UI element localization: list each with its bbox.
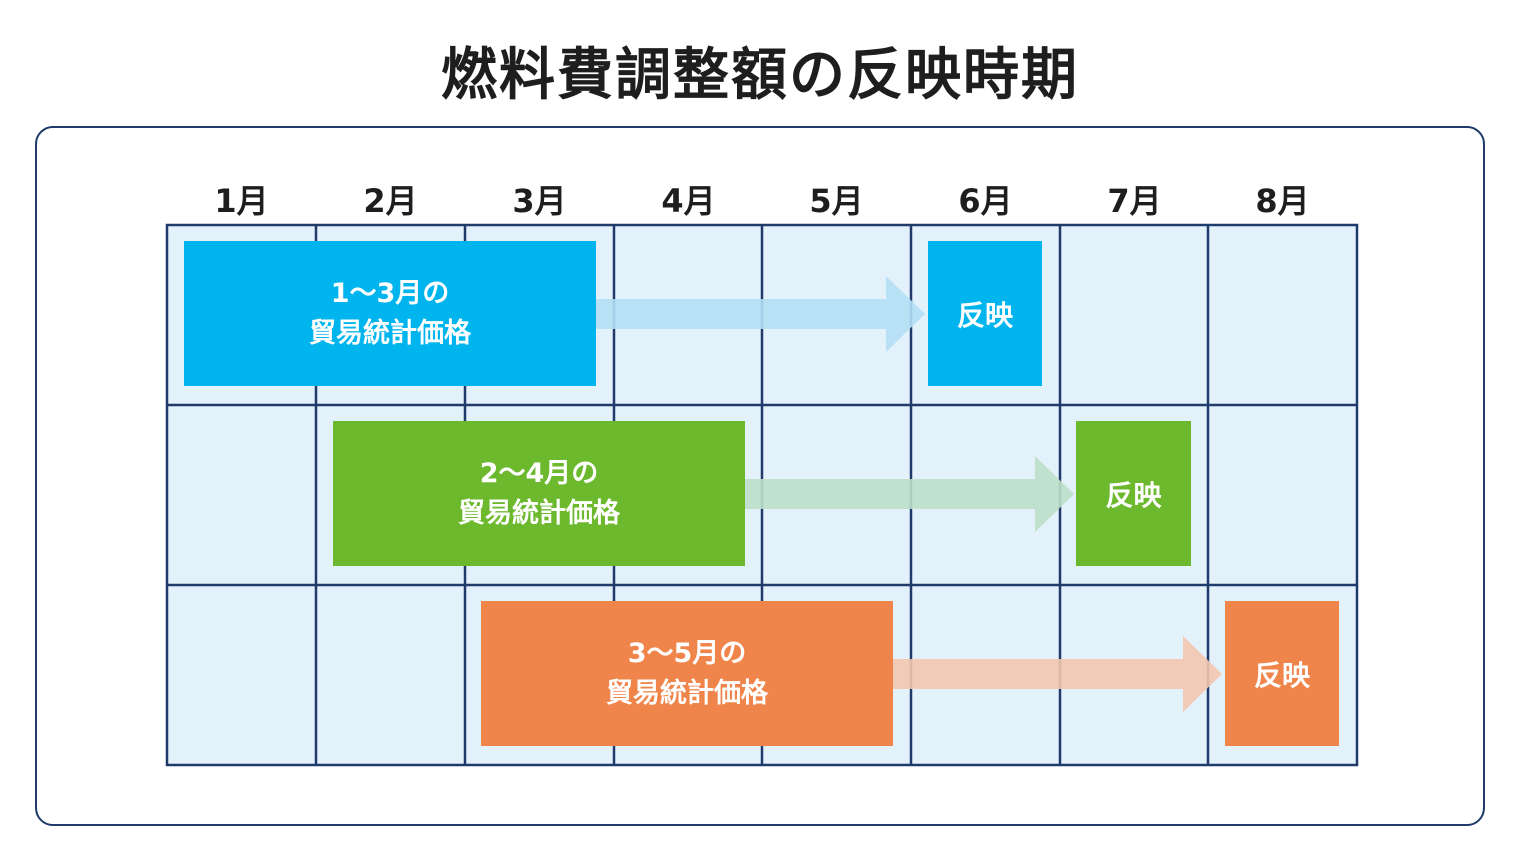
month-label-1: 1月: [214, 182, 269, 220]
period-box-3: 3～5月の 貿易統計価格: [481, 601, 893, 746]
month-label-8: 8月: [1255, 182, 1310, 220]
month-label-5: 5月: [809, 182, 864, 220]
period-label: 2～4月の: [479, 457, 599, 489]
arrow-shape: [893, 636, 1222, 712]
arrow-shape: [596, 276, 925, 352]
result-box-3: 反映: [1225, 601, 1339, 746]
price-label: 貿易統計価格: [309, 317, 471, 349]
period-box-2: 2～4月の 貿易統計価格: [333, 421, 745, 566]
page-title: 燃料費調整額の反映時期: [441, 43, 1079, 108]
month-label-6: 6月: [958, 182, 1013, 220]
result-label: 反映: [1105, 478, 1162, 512]
result-box-1: 反映: [928, 241, 1042, 386]
price-label: 貿易統計価格: [606, 677, 768, 709]
result-label: 反映: [1253, 658, 1310, 692]
period-box-1: 1～3月の 貿易統計価格: [184, 241, 596, 386]
result-label: 反映: [956, 298, 1013, 332]
month-label-7: 7月: [1107, 182, 1162, 220]
month-label-4: 4月: [661, 182, 716, 220]
price-label: 貿易統計価格: [458, 497, 620, 529]
month-label-3: 3月: [512, 182, 567, 220]
result-box-2: 反映: [1076, 421, 1191, 566]
month-label-2: 2月: [363, 182, 418, 220]
period-label: 3～5月の: [627, 637, 747, 669]
period-label: 1～3月の: [330, 277, 450, 309]
arrow-shape: [745, 456, 1074, 532]
